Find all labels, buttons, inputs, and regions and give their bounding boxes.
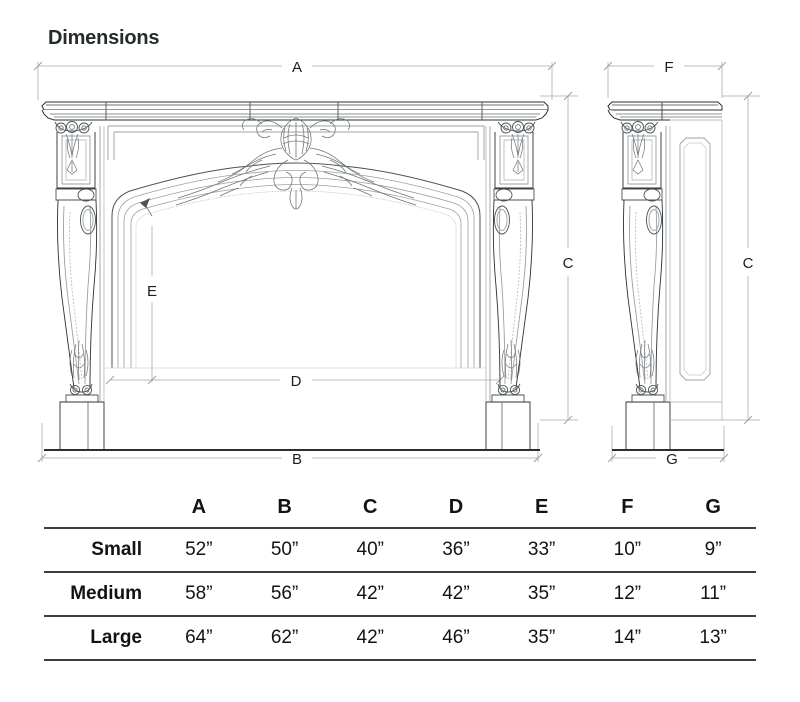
cell-medium-d: 42” (442, 583, 470, 604)
row-label-medium: Medium (70, 583, 142, 604)
cell-large-d: 46” (442, 627, 470, 648)
cell-large-c: 42” (356, 627, 384, 648)
column-header-a: A (191, 496, 207, 518)
dimension-label-e: E (147, 283, 157, 300)
row-label-small: Small (91, 539, 142, 560)
table-corner-cell (44, 492, 156, 528)
table-header-row: A B C D E F G (44, 492, 756, 528)
dimension-lines-front (33, 61, 578, 463)
svg-text:E: E (147, 283, 157, 300)
column-header-d: D (448, 496, 464, 518)
row-label-large: Large (90, 627, 142, 648)
svg-text:C: C (563, 255, 574, 272)
cell-medium-f: 12” (613, 583, 642, 604)
dimension-label-c-front: C (563, 255, 574, 272)
left-leg (54, 121, 105, 451)
dimension-lines-side (603, 61, 760, 463)
right-leg (485, 121, 536, 451)
side-console (620, 121, 671, 451)
cell-medium-a: 58” (185, 583, 213, 604)
cell-large-a: 64” (185, 627, 213, 648)
dimension-label-g: G (666, 451, 678, 468)
cell-small-f: 10” (613, 539, 642, 560)
dimension-label-f: F (664, 59, 673, 76)
column-header-g: G (705, 496, 721, 518)
table-row: Medium 58” 56” 42” 42” 35” 12” 11” (44, 572, 756, 616)
cell-medium-g: 11” (700, 583, 727, 604)
dimension-label-b: B (292, 451, 302, 468)
table-header: A B C D E F G (44, 492, 756, 528)
fireplace-mantel-side-elevation (607, 101, 724, 451)
cell-small-d: 36” (442, 539, 470, 560)
cell-small-c: 40” (356, 539, 384, 560)
cell-large-g: 13” (699, 627, 727, 648)
column-header-f: F (621, 496, 634, 518)
page-title: Dimensions (48, 27, 160, 49)
table-row: Small 52” 50” 40” 36” 33” 10” 9” (44, 528, 756, 572)
column-header-b: B (277, 496, 292, 518)
dimension-label-c-side: C (743, 255, 754, 272)
cell-small-b: 50” (270, 539, 299, 560)
cell-small-g: 9” (704, 539, 722, 560)
cell-medium-c: 42” (356, 583, 384, 604)
cell-small-a: 52” (185, 539, 213, 560)
side-recessed-panel (679, 137, 711, 381)
cell-large-b: 62” (270, 627, 299, 648)
column-header-e: E (534, 496, 549, 518)
technical-drawing: A B C D E (0, 48, 800, 480)
table-row: Large 64” 62” 42” 46” 35” 14” 13” (44, 616, 756, 660)
column-header-c: C (363, 496, 378, 518)
cell-medium-b: 56” (270, 583, 299, 604)
svg-text:A: A (292, 59, 302, 76)
dimensions-table: A B C D E F G Small 52” 50” 40” 36” 33” … (44, 492, 756, 661)
cell-large-f: 14” (613, 627, 642, 648)
cell-small-e: 33” (527, 539, 556, 560)
svg-text:C: C (743, 255, 754, 272)
dimension-label-d: D (291, 373, 302, 390)
dimension-label-a: A (292, 59, 302, 76)
center-ornament (175, 117, 417, 210)
cell-large-e: 35” (527, 627, 556, 648)
cell-medium-e: 35” (527, 583, 556, 604)
svg-text:G: G (666, 451, 678, 468)
svg-text:D: D (291, 373, 302, 390)
svg-text:F: F (664, 59, 673, 76)
table-body: Small 52” 50” 40” 36” 33” 10” 9” Medium … (44, 528, 756, 660)
fireplace-mantel-front-elevation (41, 101, 549, 451)
svg-text:B: B (292, 451, 302, 468)
